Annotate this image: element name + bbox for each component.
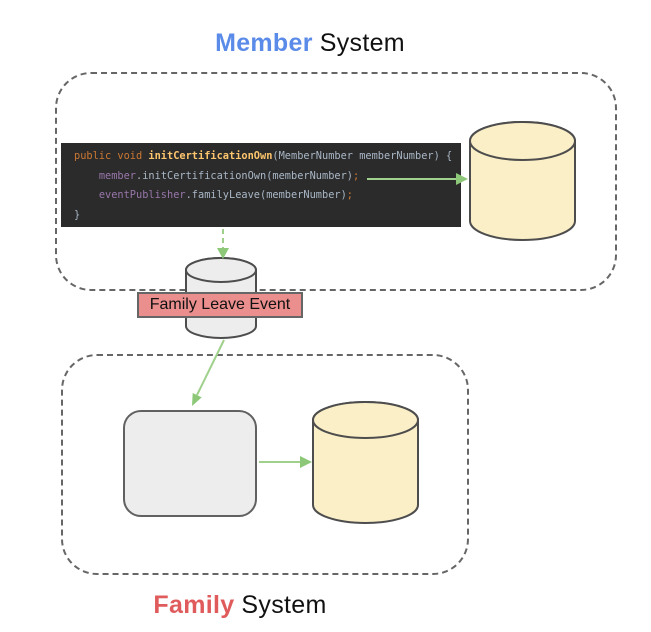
code-token: (MemberNumber memberNumber) { bbox=[272, 150, 453, 162]
family-system-boundary bbox=[61, 354, 469, 575]
member-system-title-rest: System bbox=[319, 29, 405, 57]
family-database-icon bbox=[311, 400, 420, 532]
code-line-1: public void initCertificationOwn(MemberN… bbox=[74, 147, 461, 167]
family-leave-event-label: Family Leave Event bbox=[149, 296, 291, 313]
code-token bbox=[74, 189, 99, 201]
database-cylinder-icon bbox=[469, 121, 576, 241]
code-token: eventPublisher bbox=[98, 189, 186, 201]
code-token bbox=[74, 170, 99, 182]
code-token: .familyLeave(memberNumber) bbox=[185, 189, 347, 201]
member-system-boundary bbox=[55, 72, 617, 291]
code-token: initCertificationOwn bbox=[148, 150, 273, 162]
code-token: member bbox=[98, 169, 137, 182]
family-system-title-rest: System bbox=[241, 591, 327, 619]
code-token: ; bbox=[353, 169, 360, 182]
family-leave-event-badge: Family Leave Event bbox=[137, 292, 303, 318]
code-token: ; bbox=[346, 189, 353, 201]
family-system-title-highlight: Family bbox=[153, 591, 235, 619]
code-line-3: eventPublisher.familyLeave(memberNumber)… bbox=[74, 186, 461, 206]
member-system-title-highlight: Member bbox=[215, 29, 313, 57]
code-snippet: public void initCertificationOwn(MemberN… bbox=[61, 143, 461, 227]
database-cylinder-icon bbox=[312, 401, 419, 524]
member-database-icon bbox=[468, 120, 577, 247]
code-line-2: member.initCertificationOwn(memberNumber… bbox=[74, 167, 461, 187]
code-token: .initCertificationOwn(memberNumber) bbox=[136, 169, 353, 182]
family-service-box bbox=[123, 410, 257, 517]
code-line-4: } bbox=[74, 206, 461, 226]
code-token: public void bbox=[74, 150, 149, 162]
code-token: } bbox=[74, 208, 81, 221]
